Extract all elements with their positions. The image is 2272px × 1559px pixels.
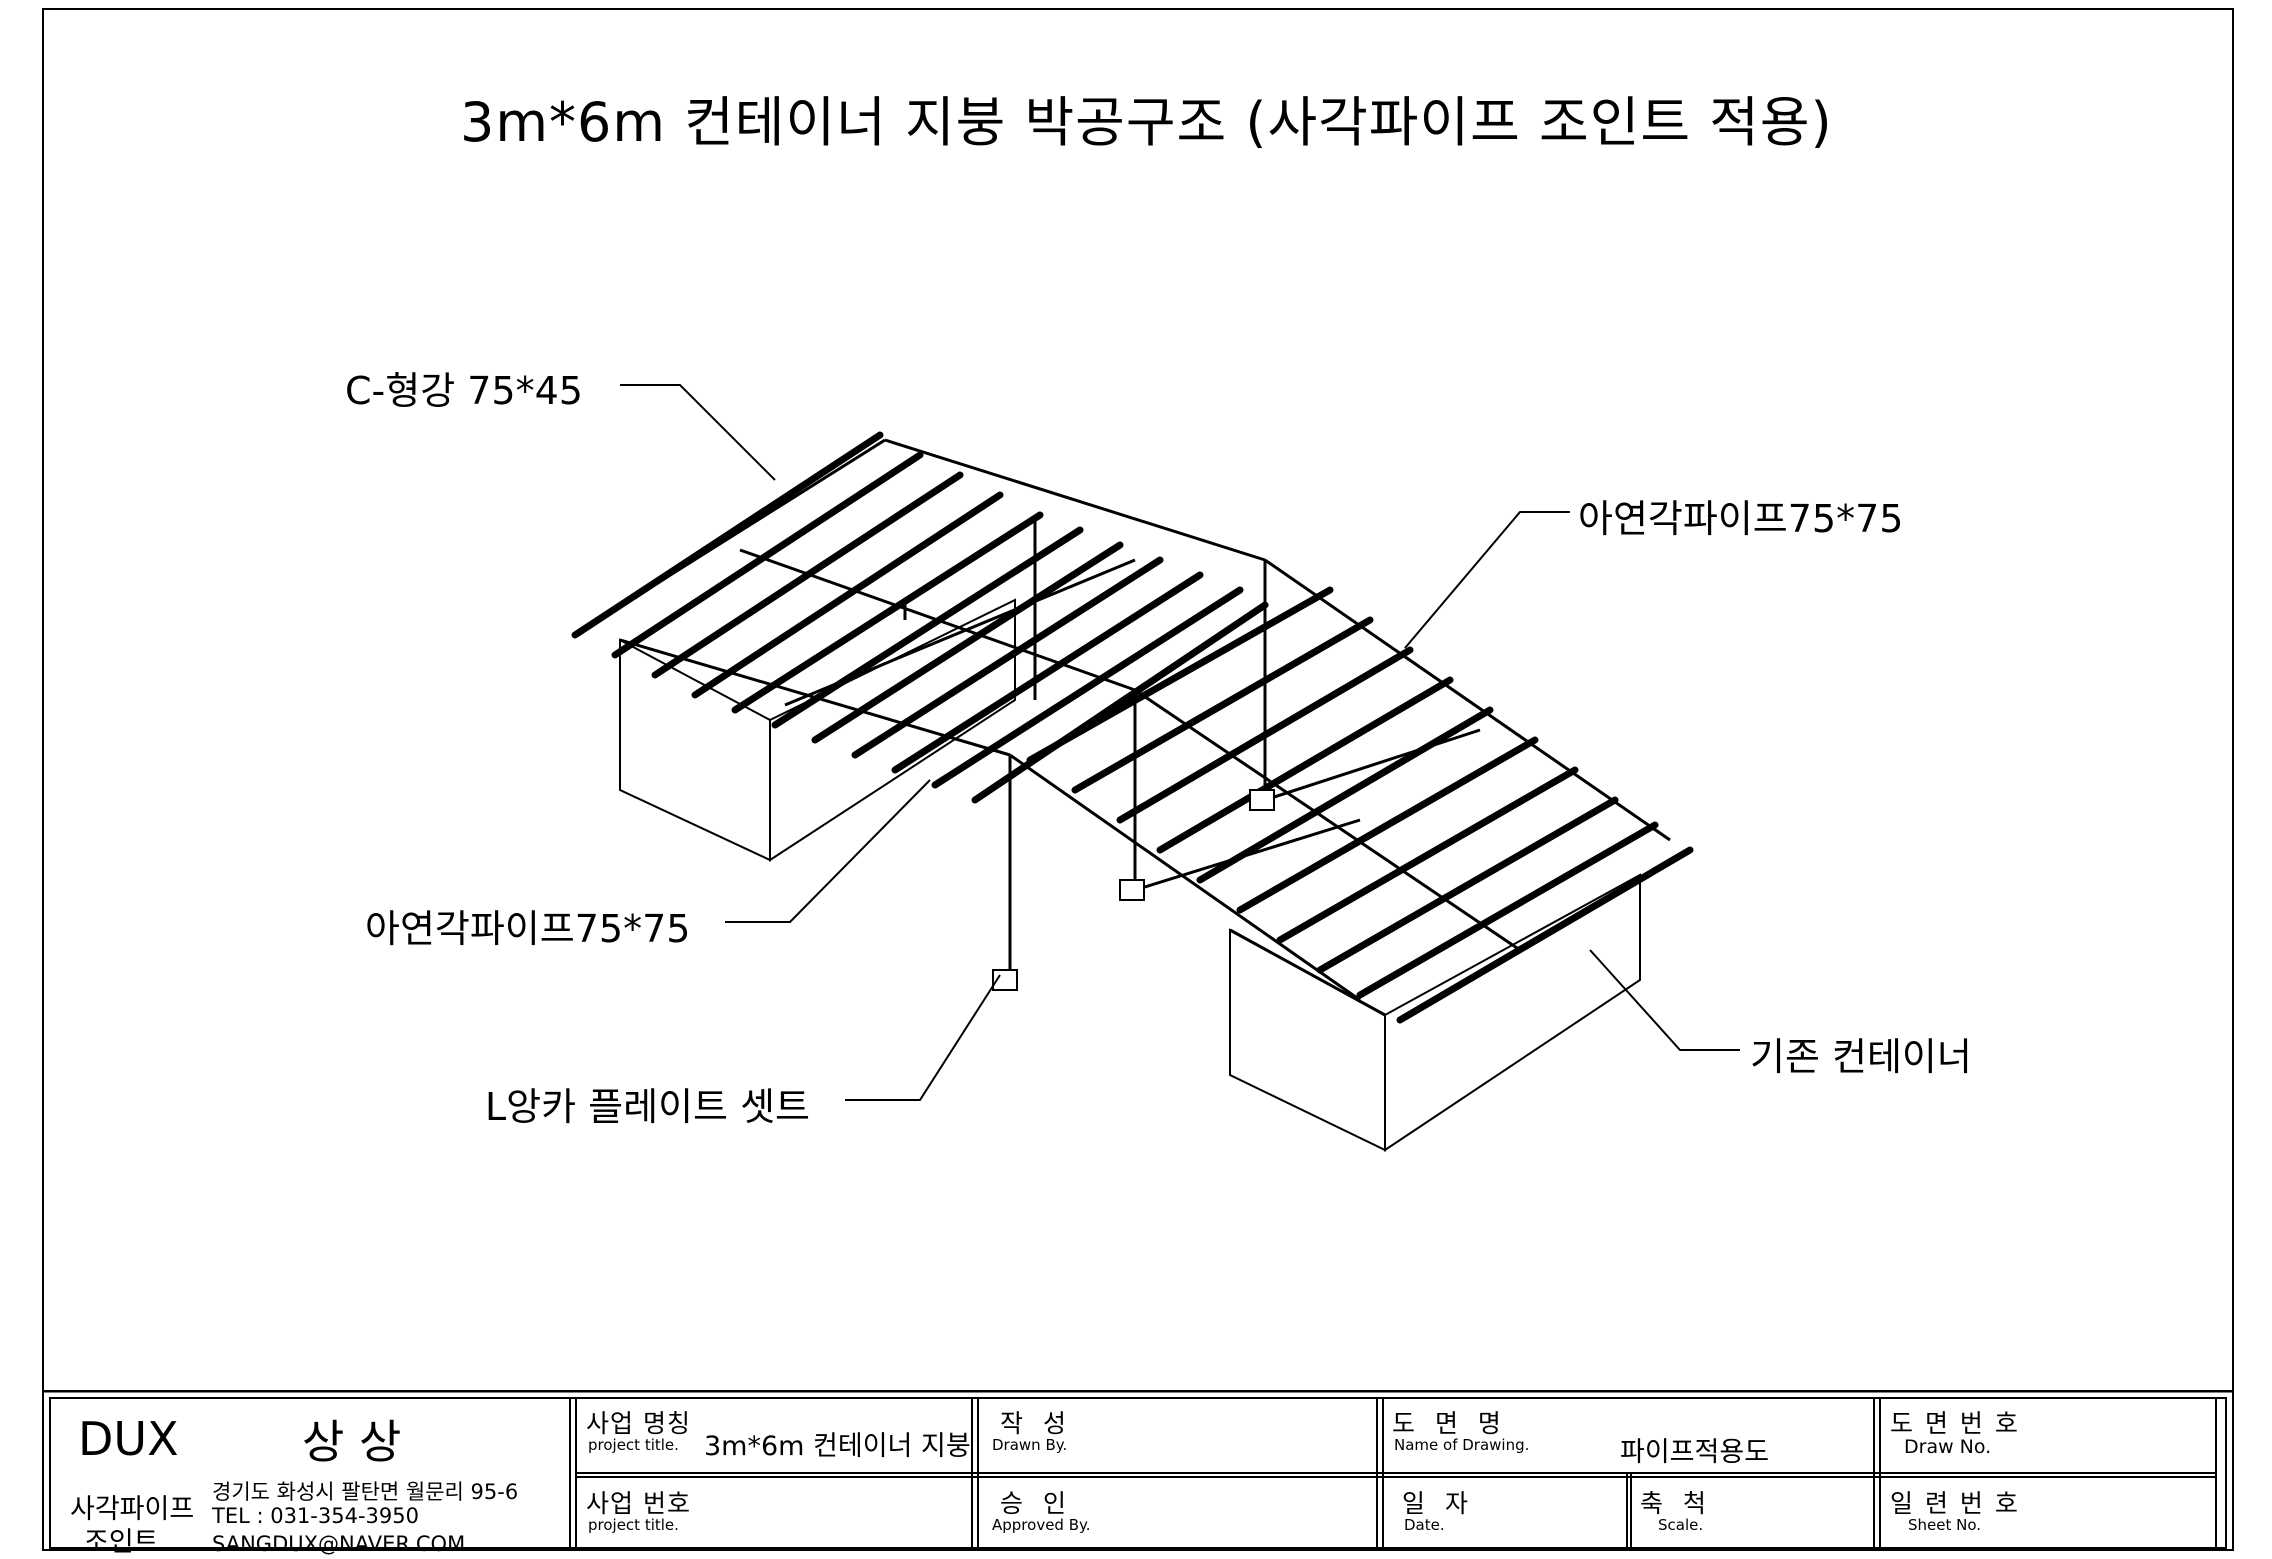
company-name: DUX	[78, 1412, 179, 1466]
company-email: SANGDUX@NAVER.COM	[212, 1532, 466, 1556]
draw-no-sub: Draw No.	[1904, 1436, 1992, 1458]
drawn-by-label: 작 성	[1000, 1409, 1072, 1438]
company-name-kr: 상 상	[302, 1415, 402, 1469]
scale-label: 축 척	[1640, 1489, 1712, 1518]
date-label: 일 자	[1402, 1489, 1474, 1518]
approved-by-label: 승 인	[1000, 1489, 1072, 1518]
title-block: DUX 상 상 사각파이프 조인트 경기도 화성시 팔탄면 월문리 95-6 T…	[42, 1390, 2234, 1558]
anchor-plates	[992, 789, 1275, 991]
left-container	[619, 598, 1016, 862]
right-purlins	[1026, 586, 1694, 1024]
title-block-grid	[42, 1390, 2234, 1549]
sheet-no-sub: Sheet No.	[1908, 1516, 1982, 1534]
scale-sub: Scale.	[1658, 1516, 1704, 1534]
project-title-value: 3m*6m 컨테이너 지붕	[704, 1431, 971, 1462]
project-title-label: 사업 명칭	[586, 1409, 691, 1438]
project-no-sub: project title.	[588, 1516, 679, 1534]
drawing-name-value: 파이프적용도	[1620, 1437, 1770, 1468]
callout-container: 기존 컨테이너	[1750, 1035, 1972, 1079]
callout-c-channel: C-형강 75*45	[345, 369, 583, 413]
project-no-label: 사업 번호	[586, 1489, 691, 1518]
callout-anchor: L앙카 플레이트 셋트	[485, 1085, 811, 1129]
company-address: 경기도 화성시 팔탄면 월문리 95-6	[212, 1480, 519, 1504]
callout-pipe-right: 아연각파이프75*75	[1578, 497, 1904, 541]
leader-lines	[620, 384, 1740, 1101]
drawing-title: 3m*6m 컨테이너 지붕 박공구조 (사각파이프 조인트 적용)	[460, 91, 1833, 154]
company-tel: TEL : 031-354-3950	[212, 1504, 419, 1528]
project-title-sub: project title.	[588, 1436, 679, 1454]
brand-line1: 사각파이프	[70, 1494, 195, 1525]
drawn-by-sub: Drawn By.	[992, 1436, 1068, 1454]
draw-no-label: 도 면 번 호	[1890, 1409, 2020, 1438]
left-purlins	[571, 431, 1269, 804]
approved-by-sub: Approved By.	[992, 1516, 1091, 1534]
date-sub: Date.	[1404, 1516, 1445, 1534]
sheet-no-label: 일 련 번 호	[1890, 1489, 2020, 1518]
callout-pipe-left: 아연각파이프75*75	[365, 907, 691, 951]
drawing-frame	[42, 8, 2234, 1551]
drawing-name-label: 도 면 명	[1392, 1409, 1507, 1438]
right-roof-frame	[1009, 558, 1671, 1017]
brand-line2: 조인트	[84, 1527, 159, 1558]
drawing-name-sub: Name of Drawing.	[1394, 1436, 1530, 1454]
